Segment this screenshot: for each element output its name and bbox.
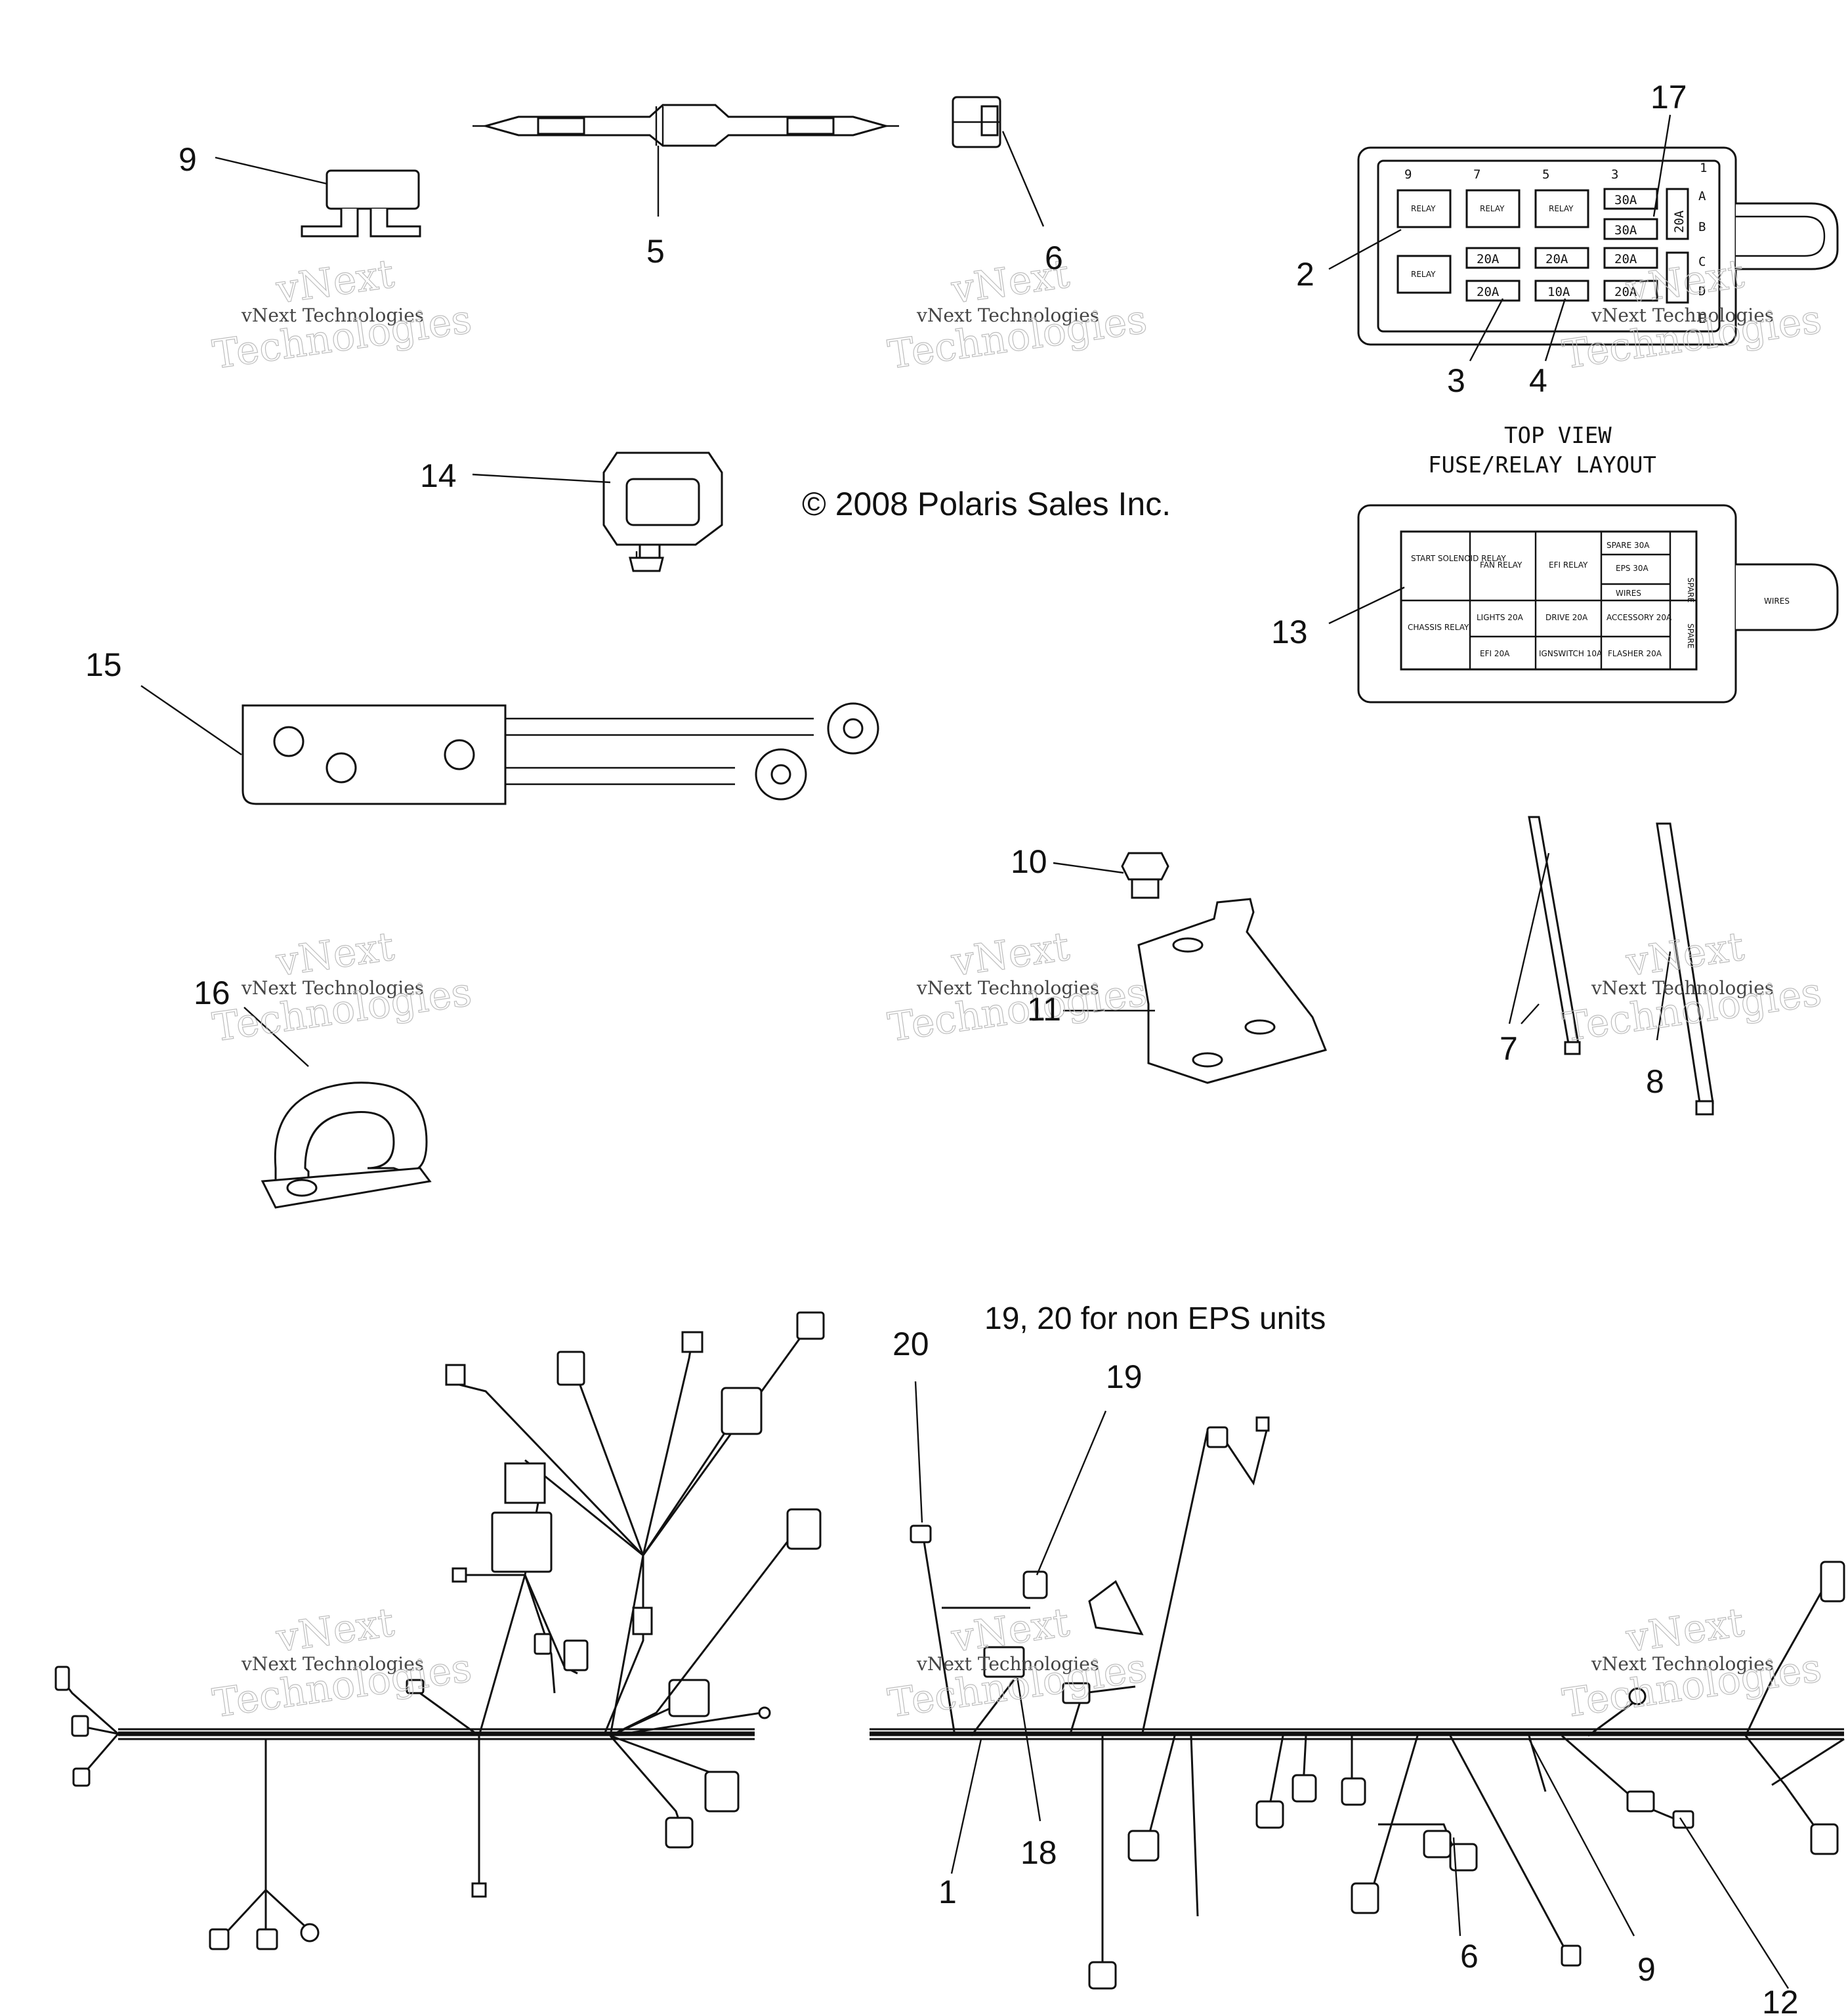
callout-14: 14 <box>420 457 457 494</box>
svg-text:IGNSWITCH 10A: IGNSWITCH 10A <box>1539 649 1603 658</box>
svg-text:SPARE 30A: SPARE 30A <box>1606 541 1650 550</box>
svg-text:20A: 20A <box>1477 252 1500 266</box>
svg-text:SPARE: SPARE <box>1686 578 1695 602</box>
svg-text:FLASHER 20A: FLASHER 20A <box>1608 649 1662 658</box>
fuse-icon <box>952 96 1001 148</box>
svg-text:RELAY: RELAY <box>1411 204 1436 213</box>
fuse-relay-box-icon: 9 7 5 3 1 A B C D E RELAY RELAY RELAY RE… <box>1357 146 1839 346</box>
callout-16: 16 <box>194 975 230 1011</box>
callout-4: 4 <box>1529 362 1547 399</box>
svg-text:WIRES: WIRES <box>1764 597 1790 606</box>
svg-text:ACCESSORY 20A: ACCESSORY 20A <box>1606 613 1672 622</box>
svg-text:EPS 30A: EPS 30A <box>1616 564 1649 573</box>
svg-text:EFI RELAY: EFI RELAY <box>1549 560 1588 570</box>
svg-text:vNext Technologies: vNext Technologies <box>916 977 1099 999</box>
svg-text:TOP VIEW: TOP VIEW <box>1504 423 1612 449</box>
svg-text:20A: 20A <box>1614 252 1637 266</box>
callout-7: 7 <box>1500 1030 1518 1067</box>
svg-text:20A: 20A <box>1614 285 1637 299</box>
svg-text:20A: 20A <box>1477 285 1500 299</box>
inline-fuse-holder-icon <box>472 104 899 147</box>
callout-15: 15 <box>85 646 122 683</box>
svg-text:C: C <box>1698 255 1706 269</box>
svg-text:© 2008 Polaris Sales Inc.: © 2008 Polaris Sales Inc. <box>802 486 1171 522</box>
svg-text:vNext: vNext <box>273 923 397 985</box>
svg-text:RELAY: RELAY <box>1411 270 1436 279</box>
callout-19: 19 <box>1106 1358 1143 1395</box>
svg-text:1: 1 <box>1700 161 1707 175</box>
callout-2: 2 <box>1296 256 1314 293</box>
svg-text:vNext Technologies: vNext Technologies <box>1591 304 1774 326</box>
callout-6b: 6 <box>1460 1938 1479 1975</box>
wire-harness-icon <box>54 1311 825 1950</box>
non-eps-note: 19, 20 for non EPS units <box>984 1301 1326 1336</box>
svg-text:FAN RELAY: FAN RELAY <box>1480 560 1522 570</box>
callout-9b: 9 <box>1637 1951 1656 1988</box>
callout-20: 20 <box>892 1326 929 1362</box>
bolt-icon <box>1121 852 1169 899</box>
svg-text:B: B <box>1698 220 1706 234</box>
svg-text:20A: 20A <box>1672 210 1687 233</box>
svg-text:30A: 30A <box>1614 223 1637 238</box>
callout-13: 13 <box>1271 614 1308 650</box>
sensor-connector-icon <box>602 452 723 572</box>
svg-text:RELAY: RELAY <box>1480 204 1505 213</box>
svg-text:E: E <box>1698 312 1706 326</box>
fuse-relay-layout-icon: START SOLENOID RELAY FAN RELAY EFI RELAY… <box>1357 504 1839 704</box>
svg-text:vNext: vNext <box>1623 1599 1747 1661</box>
p-clamp-icon <box>261 1082 432 1209</box>
callout-1: 1 <box>938 1874 957 1910</box>
callout-17: 17 <box>1650 79 1687 116</box>
svg-text:D: D <box>1698 284 1706 299</box>
callout-10: 10 <box>1011 843 1047 880</box>
svg-text:FUSE/RELAY LAYOUT: FUSE/RELAY LAYOUT <box>1428 452 1656 478</box>
svg-text:A: A <box>1698 189 1706 203</box>
svg-text:LIGHTS 20A: LIGHTS 20A <box>1477 613 1524 622</box>
svg-text:vNext: vNext <box>273 1599 397 1661</box>
fuse-block-icon <box>301 169 421 238</box>
svg-text:7: 7 <box>1473 167 1480 182</box>
svg-text:30A: 30A <box>1614 193 1637 207</box>
callout-5: 5 <box>646 233 665 270</box>
svg-text:vNext Technologies: vNext Technologies <box>241 977 424 999</box>
svg-text:START SOLENOID RELAY: START SOLENOID RELAY <box>1411 554 1506 563</box>
svg-text:vNext Technologies: vNext Technologies <box>241 304 424 326</box>
svg-text:vNext: vNext <box>948 1599 1072 1661</box>
svg-text:9: 9 <box>1404 167 1412 182</box>
svg-text:vNext Technologies: vNext Technologies <box>1591 1653 1774 1675</box>
svg-text:RELAY: RELAY <box>1549 204 1574 213</box>
callout-6: 6 <box>1045 240 1063 276</box>
resistor-bracket-icon <box>242 702 879 805</box>
callout-18: 18 <box>1020 1834 1057 1871</box>
callout-12: 12 <box>1762 1984 1799 2016</box>
svg-text:DRIVE 20A: DRIVE 20A <box>1545 613 1588 622</box>
callout-8: 8 <box>1646 1063 1664 1100</box>
svg-text:CHASSIS RELAY: CHASSIS RELAY <box>1408 623 1469 632</box>
svg-text:vNext: vNext <box>273 251 397 312</box>
svg-text:3: 3 <box>1611 167 1618 182</box>
callout-3: 3 <box>1447 362 1465 399</box>
callout-9: 9 <box>178 141 197 178</box>
wire-harness-icon <box>870 1416 1845 1990</box>
svg-text:10A: 10A <box>1547 285 1570 299</box>
svg-text:vNext: vNext <box>948 923 1072 985</box>
callout-11: 11 <box>1027 991 1061 1028</box>
svg-text:vNext Technologies: vNext Technologies <box>916 304 1099 326</box>
svg-text:vNext Technologies: vNext Technologies <box>1591 977 1774 999</box>
mounting-bracket-icon <box>1137 898 1328 1084</box>
svg-text:SPARE: SPARE <box>1686 623 1695 648</box>
svg-text:20A: 20A <box>1545 252 1568 266</box>
svg-text:vNext Technologies: vNext Technologies <box>916 1653 1099 1675</box>
cable-tie-icon <box>1528 816 1714 1116</box>
svg-text:vNext Technologies: vNext Technologies <box>241 1653 424 1675</box>
svg-text:WIRES: WIRES <box>1616 589 1641 598</box>
svg-text:5: 5 <box>1542 167 1549 182</box>
svg-text:vNext: vNext <box>1623 923 1747 985</box>
svg-text:EFI 20A: EFI 20A <box>1480 649 1510 658</box>
